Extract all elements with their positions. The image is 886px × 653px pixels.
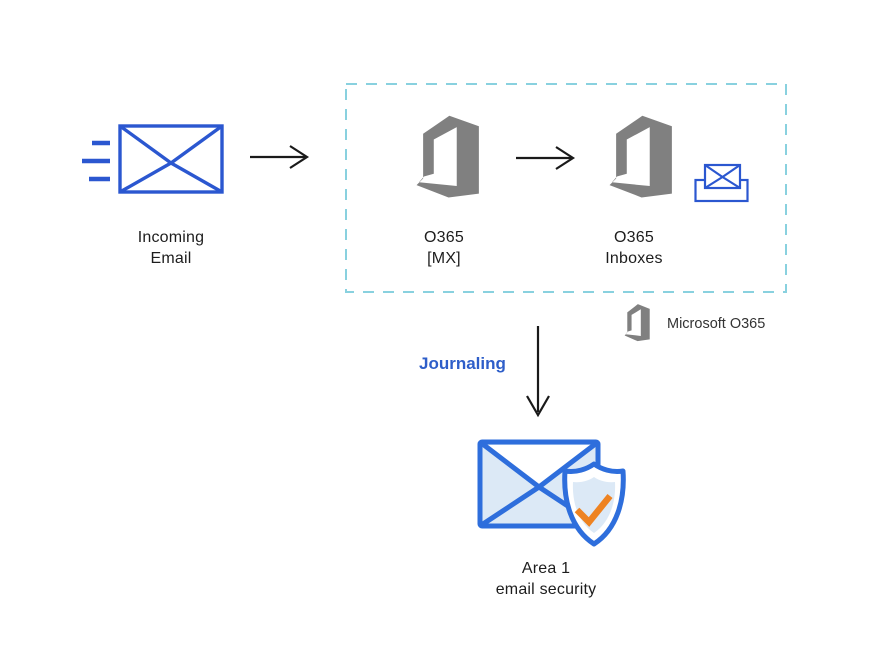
journaling-label: Journaling — [419, 354, 506, 373]
o365-mx-label: O365 [MX] — [424, 229, 464, 267]
incoming-email-icon — [82, 124, 224, 194]
office-logo-small-icon — [624, 304, 650, 342]
legend-label: Microsoft O365 — [667, 316, 766, 332]
office-logo-mx-icon — [416, 115, 479, 198]
incoming-email-label: Incoming Email — [137, 229, 205, 267]
o365-inboxes-label: O365 Inboxes — [605, 229, 663, 267]
arrow-right-icon — [250, 145, 310, 169]
inbox-icon — [694, 163, 749, 203]
arrow-right-icon — [516, 146, 576, 170]
area1-label: Area 1 email security — [495, 560, 597, 598]
arrow-down-icon — [526, 326, 550, 418]
o365-boundary-box — [345, 83, 787, 293]
email-security-shield-icon — [477, 439, 626, 547]
office-logo-inboxes-icon — [609, 115, 672, 198]
